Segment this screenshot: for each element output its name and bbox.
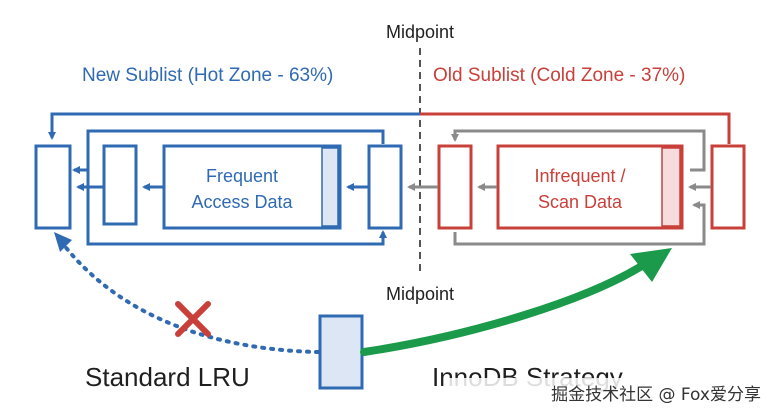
infrequent-scan-box	[496, 144, 684, 230]
midpoint-top-label: Midpoint	[386, 22, 454, 42]
new-sublist-title: New Sublist (Hot Zone - 63%)	[82, 65, 333, 86]
gray-inner-loop-bottom	[453, 201, 706, 246]
old-sublist-title: Old Sublist (Cold Zone - 37%)	[433, 65, 685, 86]
infrequent-scan-box-fill	[661, 147, 681, 227]
frequent-access-box	[162, 144, 342, 230]
standard-lru-dotted-path	[58, 238, 320, 354]
blue-inner-loop-top	[72, 129, 385, 174]
infrequent-label-line2: Scan Data	[538, 192, 623, 212]
innodb-green-arrow-path	[360, 258, 652, 356]
cross-icon	[175, 301, 211, 337]
new-page-box	[318, 314, 364, 390]
frequent-label-line2: Access Data	[191, 192, 293, 212]
lru-tail-box	[710, 144, 746, 230]
new-sublist-tail-box	[367, 144, 403, 230]
gray-inner-loop-top	[451, 129, 706, 172]
innodb-green-arrowhead	[630, 248, 672, 282]
red-outer-loop	[420, 112, 731, 144]
infrequent-label-line1: Infrequent /	[534, 166, 625, 186]
frequent-label-line1: Frequent	[206, 166, 278, 186]
frequent-access-box-fill	[321, 147, 339, 227]
standard-lru-label: Standard LRU	[85, 362, 250, 392]
standard-lru-arrowhead	[54, 232, 72, 252]
old-sublist-head-box	[437, 144, 473, 230]
new-sublist-box-2	[102, 144, 138, 226]
midpoint-bottom-label: Midpoint	[386, 284, 454, 304]
lru-head-box	[34, 144, 72, 230]
blue-inner-loop-bottom	[86, 170, 387, 246]
watermark-text: 掘金技术社区 @ Fox爱分享	[447, 378, 767, 412]
blue-outer-loop	[48, 112, 420, 140]
